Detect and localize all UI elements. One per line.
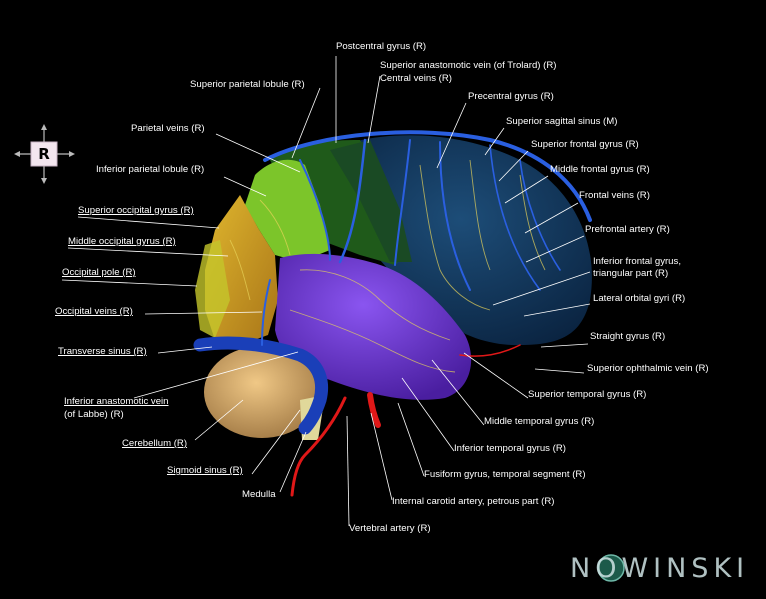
label-superior-temporal-gyrus: Superior temporal gyrus (R): [528, 389, 647, 400]
label-transverse-sinus: Transverse sinus (R): [58, 346, 147, 357]
label-middle-temporal-gyrus: Middle temporal gyrus (R): [484, 416, 595, 427]
label-sigmoid-sinus: Sigmoid sinus (R): [167, 465, 243, 476]
label-prefrontal-artery: Prefrontal artery (R): [585, 224, 670, 235]
watermark-logo-icon: [597, 554, 625, 582]
frontal-lobe: [330, 135, 592, 346]
label-superior-anastomotic-vein: Superior anastomotic vein (of Trolard) (…: [380, 60, 557, 71]
label-inferior-frontal-gyrus-line1: Inferior frontal gyrus,: [593, 256, 681, 267]
label-precentral-gyrus: Precentral gyrus (R): [468, 91, 554, 102]
gyral-outlines: [229, 159, 546, 373]
cerebellum-shape: [204, 346, 320, 438]
label-parietal-veins: Parietal veins (R): [131, 123, 205, 134]
label-internal-carotid-artery: Internal carotid artery, petrous part (R…: [392, 496, 555, 507]
label-inferior-frontal-gyrus-line2: triangular part (R): [593, 268, 669, 279]
label-lateral-orbital-gyri: Lateral orbital gyri (R): [593, 293, 686, 304]
transverse-sinus-vessel: [193, 336, 329, 435]
label-middle-frontal-gyrus: Middle frontal gyrus (R): [550, 164, 650, 175]
label-fusiform-gyrus: Fusiform gyrus, temporal segment (R): [424, 469, 586, 480]
label-medulla: Medulla: [242, 489, 276, 500]
leader-lines: [61, 56, 591, 527]
inferior-parietal-lobule: [245, 159, 330, 262]
label-superior-frontal-gyrus: Superior frontal gyrus (R): [531, 139, 639, 150]
label-inferior-parietal-lobule: Inferior parietal lobule (R): [96, 164, 205, 175]
label-central-veins: Central veins (R): [380, 73, 452, 84]
label-postcentral-gyrus: Postcentral gyrus (R): [336, 41, 427, 52]
watermark-text: NOWINSKI: [570, 553, 750, 584]
orientation-cube-icon: [14, 124, 75, 184]
orientation-letter: R: [38, 145, 50, 163]
label-inferior-temporal-gyrus: Inferior temporal gyrus (R): [454, 443, 566, 454]
label-vertebral-artery: Vertebral artery (R): [349, 523, 431, 534]
label-superior-occipital-gyrus: Superior occipital gyrus (R): [78, 205, 194, 216]
label-superior-parietal-lobule: Superior parietal lobule (R): [190, 79, 305, 90]
postcentral-strip: [330, 140, 412, 262]
occipital-pole-region: [195, 240, 230, 338]
label-superior-sagittal-sinus: Superior sagittal sinus (M): [506, 116, 618, 127]
arterial-system: [290, 344, 521, 497]
label-superior-ophthalmic-vein: Superior ophthalmic vein (R): [587, 363, 709, 374]
label-occipital-veins: Occipital veins (R): [55, 306, 133, 317]
label-cerebellum: Cerebellum (R): [122, 438, 188, 449]
label-middle-occipital-gyrus: Middle occipital gyrus (R): [68, 236, 176, 247]
vertebral-artery-vessel: [290, 396, 347, 497]
label-straight-gyrus: Straight gyrus (R): [590, 331, 666, 342]
label-inferior-anastomotic-vein-line2: (of Labbe) (R): [64, 409, 124, 420]
temporal-lobe: [275, 253, 472, 400]
label-inferior-anastomotic-vein-line1: Inferior anastomotic vein: [64, 396, 169, 407]
superior-sagittal-sinus-vessel: [263, 130, 592, 222]
venous-system: [193, 130, 592, 435]
label-occipital-pole: Occipital pole (R): [62, 267, 136, 278]
internal-carotid-vessel: [367, 392, 381, 428]
label-frontal-veins: Frontal veins (R): [579, 190, 650, 201]
